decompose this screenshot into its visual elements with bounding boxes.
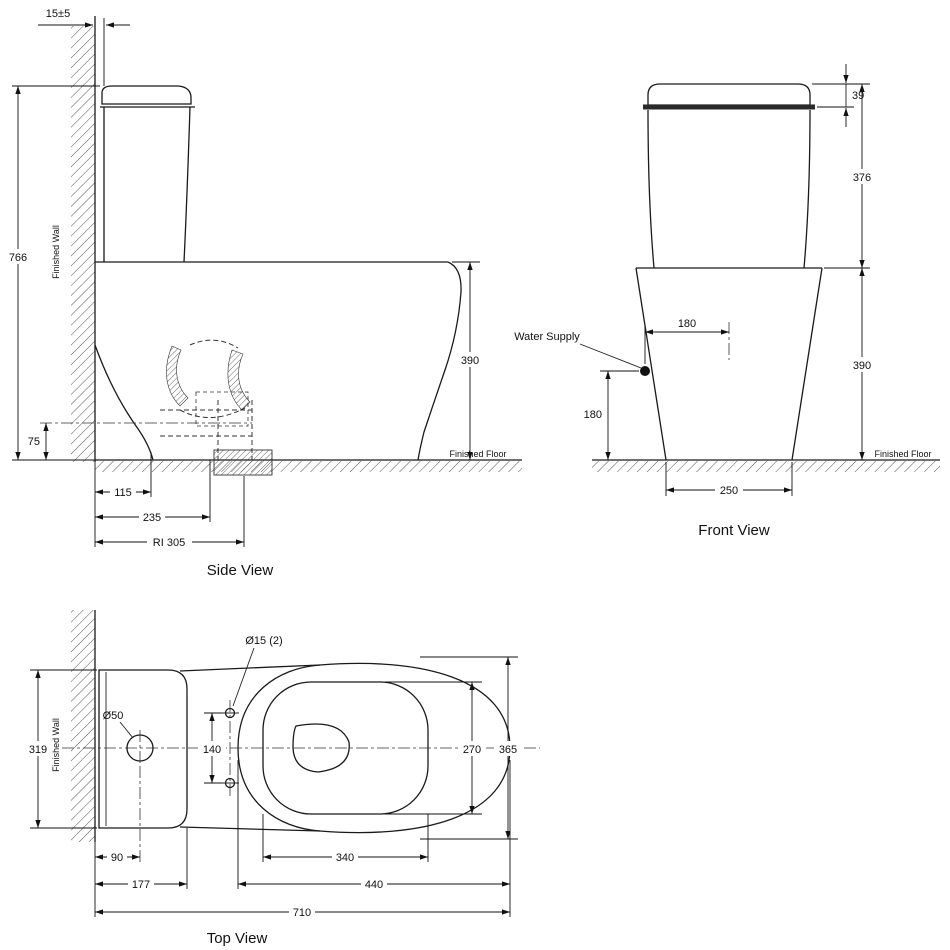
top-supply-hole: Ø50 <box>103 710 154 766</box>
side-dim-115-text: 115 <box>114 487 132 499</box>
water-supply-label: Water Supply <box>514 331 580 343</box>
front-dim-base-width-text: 250 <box>720 485 738 497</box>
top-dim-seat-width: 270 <box>385 681 486 815</box>
front-view-label: Front View <box>698 522 770 539</box>
side-floor: Finished Floor <box>95 449 522 472</box>
side-dim-outlet-height-text: 75 <box>28 436 40 448</box>
side-dim-bowl-height: 390 <box>452 261 484 460</box>
front-floor: Finished Floor <box>592 449 940 472</box>
side-dim-235-text: 235 <box>143 512 161 524</box>
front-dim-bowl-height: 390 <box>848 268 876 460</box>
top-dim-bolt-holes-text: Ø15 (2) <box>245 635 282 647</box>
top-dim-tank-width: 319 <box>24 669 97 829</box>
top-dim-340-text: 340 <box>336 852 354 864</box>
side-wall: Finished Wall <box>51 16 96 462</box>
side-dim-bowl-height-text: 390 <box>461 355 479 367</box>
front-dim-lid: 39 <box>812 64 864 127</box>
side-trapway <box>40 339 273 476</box>
top-view-label: Top View <box>207 930 268 947</box>
front-dim-supply-offset-text: 180 <box>678 318 696 330</box>
top-dim-seat-width-text: 270 <box>463 744 481 756</box>
front-toilet-outline <box>635 83 823 461</box>
water-supply-point <box>640 366 650 376</box>
top-dim-440-text: 440 <box>365 879 383 891</box>
front-dim-tank-height: 376 <box>812 83 876 269</box>
top-finished-wall-label: Finished Wall <box>51 718 61 772</box>
front-view: Finished Floor Water Supply 39 <box>514 64 940 539</box>
front-dim-supply-height-text: 180 <box>584 409 602 421</box>
side-view: Finished Wall Finished Floor <box>5 8 522 579</box>
top-dim-supply-hole-text: Ø50 <box>103 710 124 722</box>
front-water-supply: Water Supply <box>514 331 650 376</box>
front-dim-supply-offset: 180 <box>644 318 730 364</box>
side-dim-total-height-text: 766 <box>9 252 27 264</box>
top-view: Finished Wall Ø50 <box>24 610 540 947</box>
side-dim-wall-gap-text: 15±5 <box>46 8 70 20</box>
top-dim-bolt-spacing: 140 <box>198 712 226 784</box>
side-toilet-outline <box>94 85 462 461</box>
side-view-label: Side View <box>207 562 274 579</box>
front-finished-floor-label: Finished Floor <box>874 449 931 459</box>
top-dim-bolt-spacing-text: 140 <box>203 744 221 756</box>
side-outlet-flange <box>213 449 273 476</box>
side-finished-floor-label: Finished Floor <box>449 449 506 459</box>
top-bolt-holes: Ø15 (2) <box>221 635 283 797</box>
top-dim-90-text: 90 <box>111 852 123 864</box>
front-dim-tank-height-text: 376 <box>853 172 871 184</box>
side-dim-outlet-height: 75 <box>28 423 49 460</box>
side-dim-total-height: 766 <box>5 85 100 461</box>
front-dim-base-width: 250 <box>665 462 793 497</box>
top-bottom-dims: 90 177 340 440 710 <box>94 760 511 919</box>
top-dim-177-text: 177 <box>132 879 150 891</box>
side-dim-wall-gap: 15±5 <box>38 8 130 86</box>
top-wall: Finished Wall <box>51 610 96 842</box>
side-dim-rough-in-text: RI 305 <box>153 537 185 549</box>
top-dim-710-text: 710 <box>293 907 311 919</box>
top-dim-tank-width-text: 319 <box>29 744 47 756</box>
front-dim-bowl-height-text: 390 <box>853 360 871 372</box>
front-dim-supply-height: 180 <box>584 370 639 460</box>
side-bottom-dims: 115 235 RI 305 <box>94 452 245 549</box>
top-dim-bowl-width-text: 365 <box>499 744 517 756</box>
side-finished-wall-label: Finished Wall <box>51 225 61 279</box>
top-dim-bowl-width: 365 <box>420 656 522 840</box>
